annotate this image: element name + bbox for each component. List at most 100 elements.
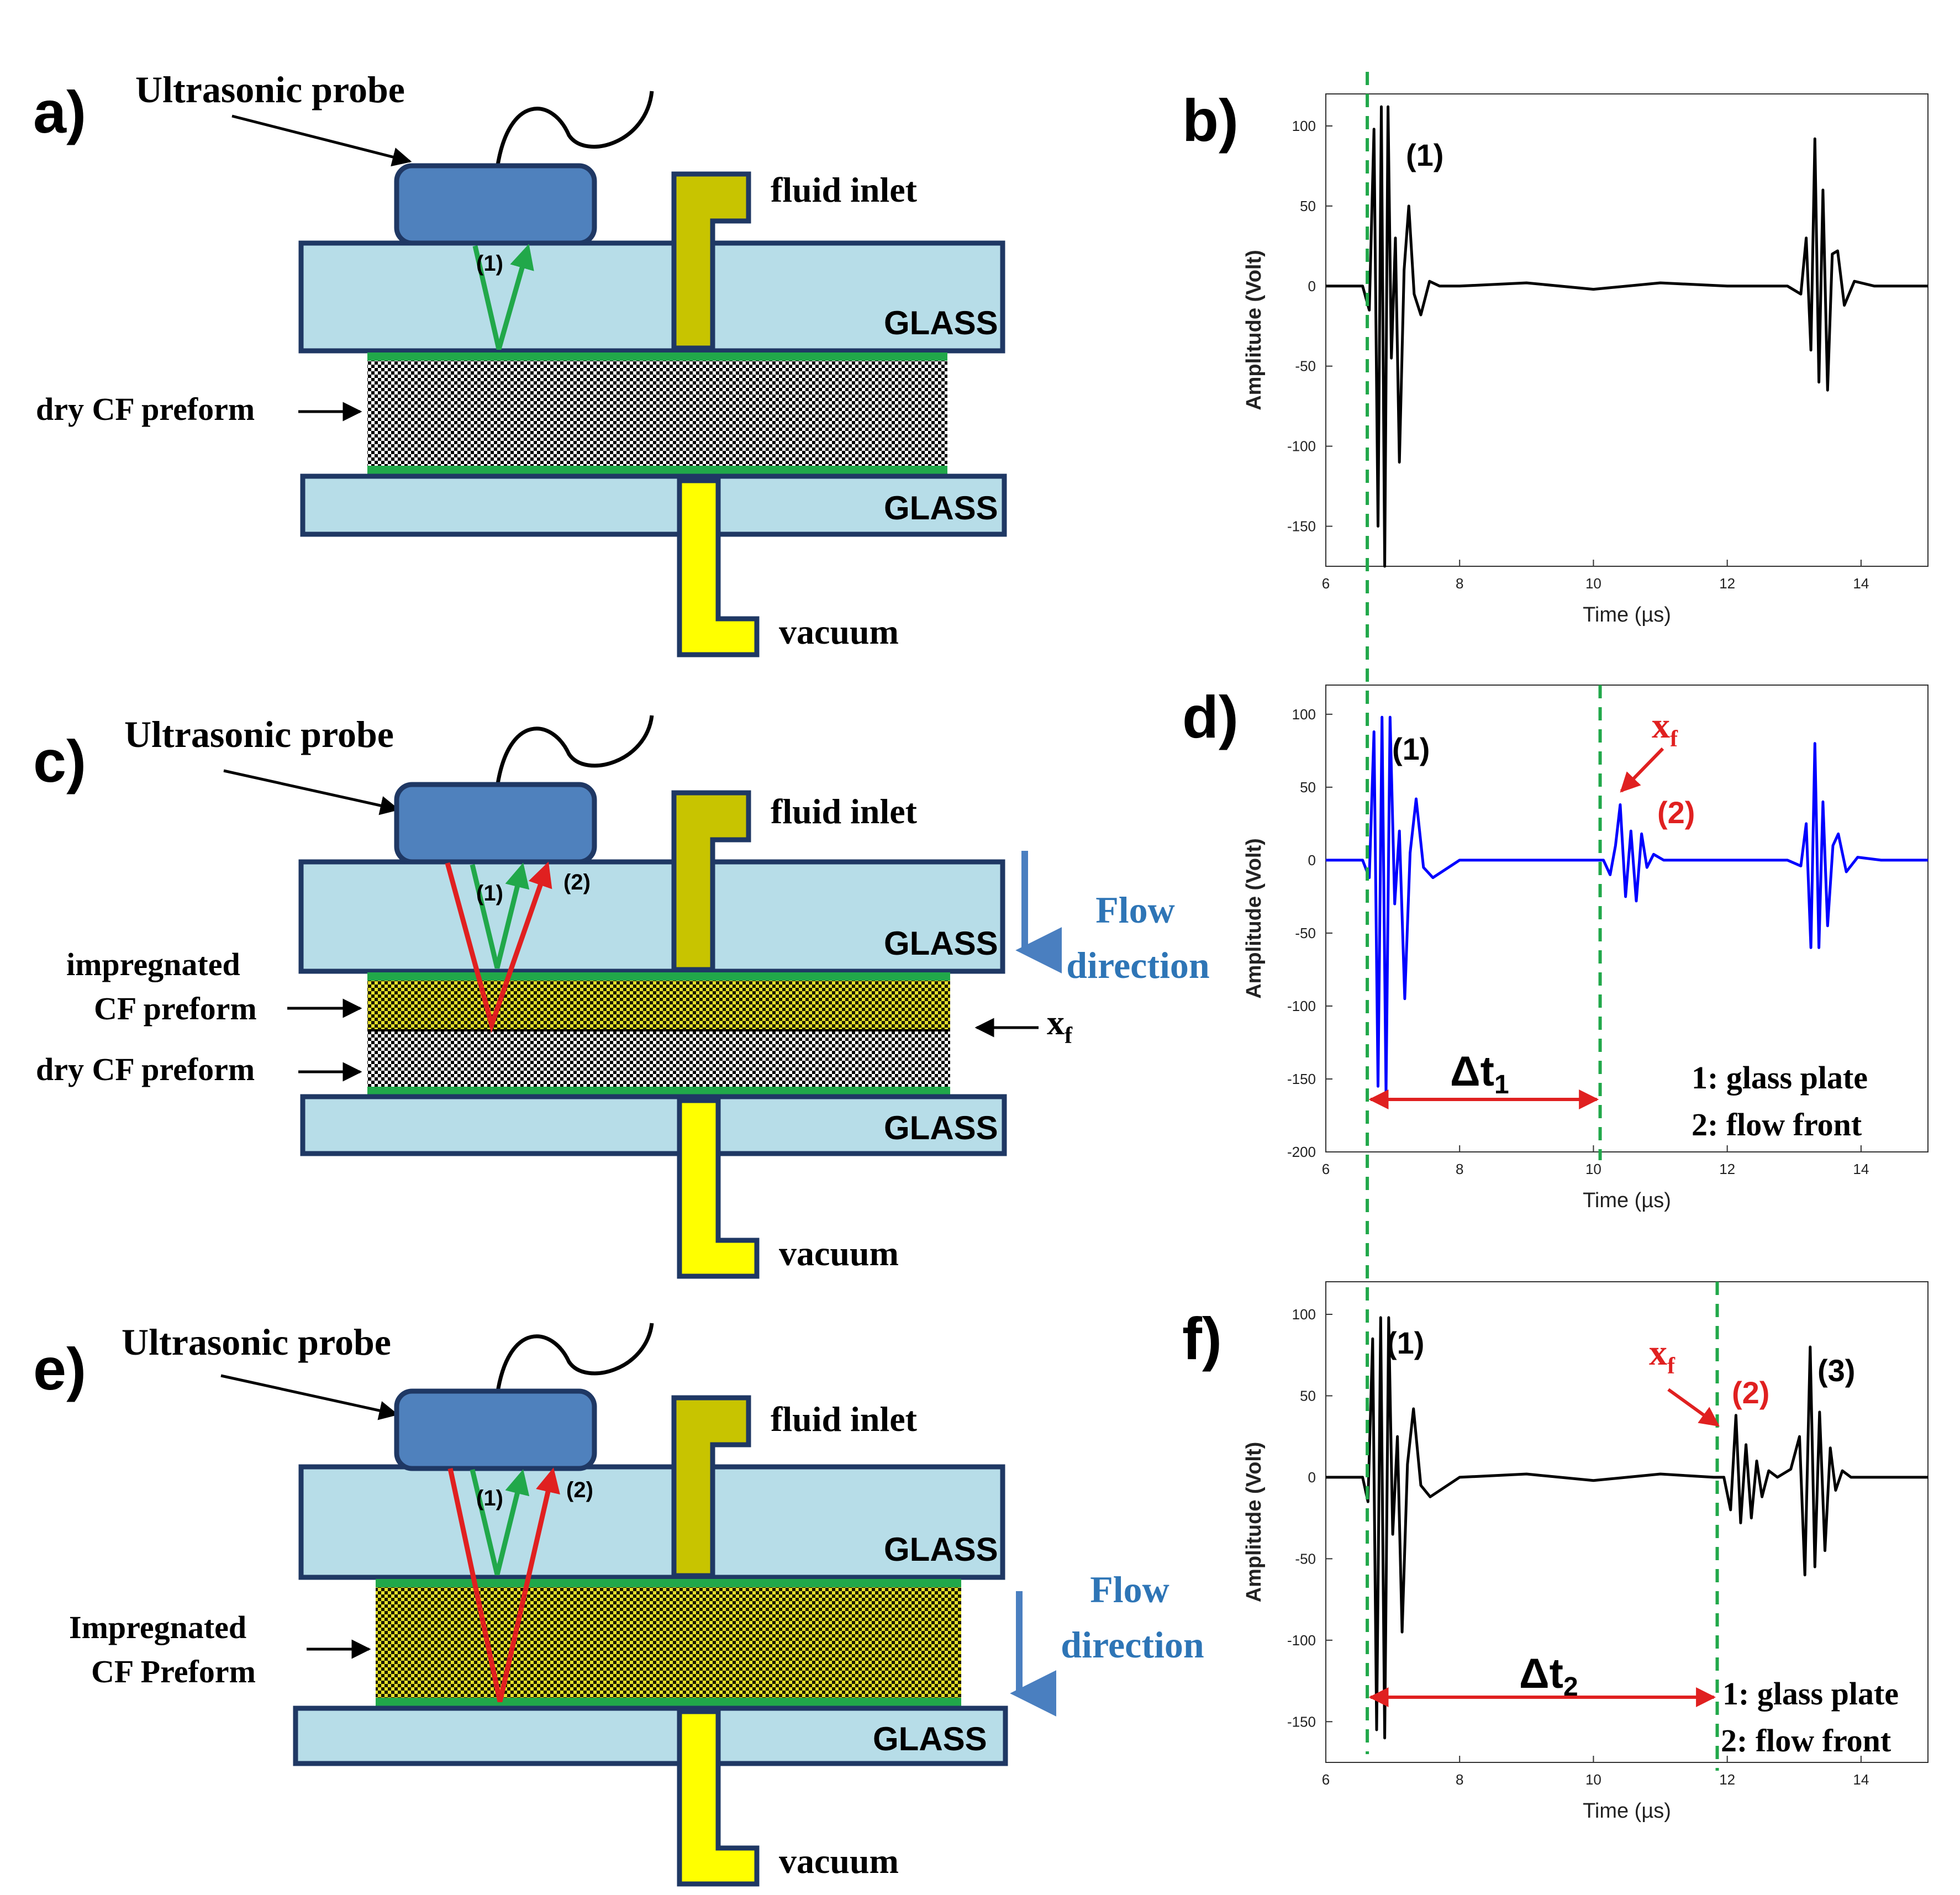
ray-label-1-a: (1) [476, 251, 503, 276]
x-axis-title-b: Time (µs) [1583, 603, 1671, 627]
peak-label-1-d: (1) [1392, 731, 1430, 766]
vacuum-label-c: vacuum [779, 1234, 899, 1273]
glass-bottom-label-a: GLASS [884, 489, 998, 527]
y-tick-label-f-1: 50 [1300, 1387, 1316, 1404]
ray-green-c [470, 862, 530, 969]
peak-label-1-f: (1) [1387, 1325, 1424, 1360]
ray-green-a [472, 244, 534, 350]
glass-bottom-a [300, 473, 1007, 537]
x-tick-label-b-0: 6 [1322, 575, 1330, 592]
delta-t1-label: Δt1 [1450, 1048, 1509, 1099]
impregnated-label-2-c: CF preform [94, 991, 257, 1027]
y-tick-label-d-4: -100 [1287, 998, 1316, 1014]
panel-c: c) Ultrasonic probe GLASS fluid inlet im… [33, 713, 1210, 1279]
plot-frame-d [1325, 685, 1929, 1152]
y-tick-label-b-5: -150 [1287, 518, 1316, 535]
probe-e [394, 1388, 597, 1471]
y-tick-label-d-3: -50 [1295, 925, 1316, 941]
ray-label-1-c: (1) [476, 881, 503, 906]
signal-trace-d-0 [1326, 715, 1928, 1095]
y-tick-label-b-4: -100 [1287, 438, 1316, 455]
probe-label-c: Ultrasonic probe [124, 713, 394, 755]
xf-pointer-d [1620, 747, 1664, 793]
vacuum-port-c [677, 1098, 760, 1279]
x-axis-title-f: Time (µs) [1583, 1799, 1671, 1823]
green-layer-bottom-a [367, 466, 947, 474]
x-tick-label-d-1: 8 [1456, 1161, 1463, 1177]
panel-letter-d: d) [1182, 683, 1239, 750]
y-tick-label-d-0: 100 [1292, 706, 1316, 723]
legend-2-f: 2: flow front [1721, 1723, 1891, 1759]
panel-letter-a: a) [33, 78, 86, 145]
ray-red-e [447, 1467, 560, 1703]
flow-label-2-e: direction [1061, 1624, 1204, 1666]
fluid-inlet-label-e: fluid inlet [771, 1399, 918, 1439]
y-axis-title-f: Amplitude (Volt) [1242, 1442, 1266, 1603]
glass-top-e [298, 1464, 1005, 1580]
probe-c [394, 782, 597, 865]
dry-label-c: dry CF preform [36, 1051, 255, 1087]
xf-label-d: xf [1652, 706, 1678, 752]
x-tick-label-f-0: 6 [1322, 1771, 1330, 1788]
fluid-inlet-label-c: fluid inlet [771, 792, 918, 831]
y-tick-label-f-2: 0 [1308, 1469, 1316, 1486]
probe-cable-a [495, 91, 654, 169]
glass-top-label-e: GLASS [884, 1531, 998, 1568]
probe-pointer-e [220, 1374, 399, 1420]
ray-label-2-e: (2) [566, 1478, 593, 1502]
green-layer-top-c [367, 972, 950, 981]
preform-label-a: dry CF preform [36, 391, 255, 427]
x-tick-label-b-2: 10 [1585, 575, 1601, 592]
y-tick-label-f-0: 100 [1292, 1306, 1316, 1323]
ray-green-e [470, 1468, 530, 1576]
plot-frame-b [1325, 93, 1929, 567]
signal-trace-f-0 [1326, 1316, 1928, 1740]
y-axis-title-d: Amplitude (Volt) [1242, 838, 1266, 999]
x-tick-label-f-2: 10 [1585, 1771, 1601, 1788]
y-tick-label-d-6: -200 [1287, 1144, 1316, 1160]
xf-label-f: xf [1649, 1333, 1676, 1379]
x-tick-label-b-3: 12 [1719, 575, 1735, 592]
probe-a [394, 163, 597, 246]
glass-bottom-label-c: GLASS [884, 1109, 998, 1146]
dry-preform-a [367, 361, 947, 466]
panel-letter-c: c) [33, 728, 86, 794]
glass-bottom-c [300, 1094, 1007, 1156]
panel-letter-b: b) [1182, 87, 1239, 154]
ray-label-2-c: (2) [563, 870, 591, 894]
y-tick-label-f-5: -150 [1287, 1713, 1316, 1730]
impregnated-label-2-e: CF Preform [91, 1654, 256, 1689]
peak-label-3-f: (3) [1817, 1353, 1855, 1388]
peak-label-2-f: (2) [1732, 1375, 1769, 1410]
x-tick-label-d-4: 14 [1853, 1161, 1869, 1177]
y-axis-title-b: Amplitude (Volt) [1242, 250, 1266, 410]
glass-top-c [298, 859, 1005, 974]
panel-letter-f: f) [1182, 1305, 1222, 1372]
peak-label-2-d: (2) [1657, 795, 1695, 830]
probe-cable-c [495, 715, 654, 788]
y-tick-label-d-5: -150 [1287, 1071, 1316, 1087]
glass-bottom-label-e: GLASS [873, 1720, 987, 1757]
impregnated-label-1-e: Impregnated [69, 1609, 246, 1645]
flow-label-2-c: direction [1066, 944, 1209, 986]
x-tick-label-f-3: 12 [1719, 1771, 1735, 1788]
x-tick-label-f-1: 8 [1456, 1771, 1463, 1788]
chart-f-annotations: f) (1) xf (2) (3) Δt2 1: glass plate 2: … [1182, 1305, 1899, 1759]
legend-2-d: 2: flow front [1692, 1107, 1862, 1143]
y-tick-label-b-1: 50 [1300, 198, 1316, 214]
impregnated-preform-c [367, 981, 950, 1030]
y-tick-label-b-0: 100 [1292, 118, 1316, 134]
impregnated-preform-e [376, 1587, 961, 1698]
flow-label-1-c: Flow [1095, 889, 1175, 931]
ray-label-1-e: (1) [476, 1486, 503, 1510]
fluid-inlet-c [671, 790, 751, 972]
peak-label-1-b: (1) [1406, 138, 1443, 172]
delta-t2-label: Δt2 [1519, 1650, 1578, 1702]
vacuum-port-e [677, 1709, 760, 1887]
ray-red-c [445, 861, 552, 1034]
glass-top-label-c: GLASS [884, 925, 998, 962]
green-layer-top-e [376, 1579, 961, 1587]
